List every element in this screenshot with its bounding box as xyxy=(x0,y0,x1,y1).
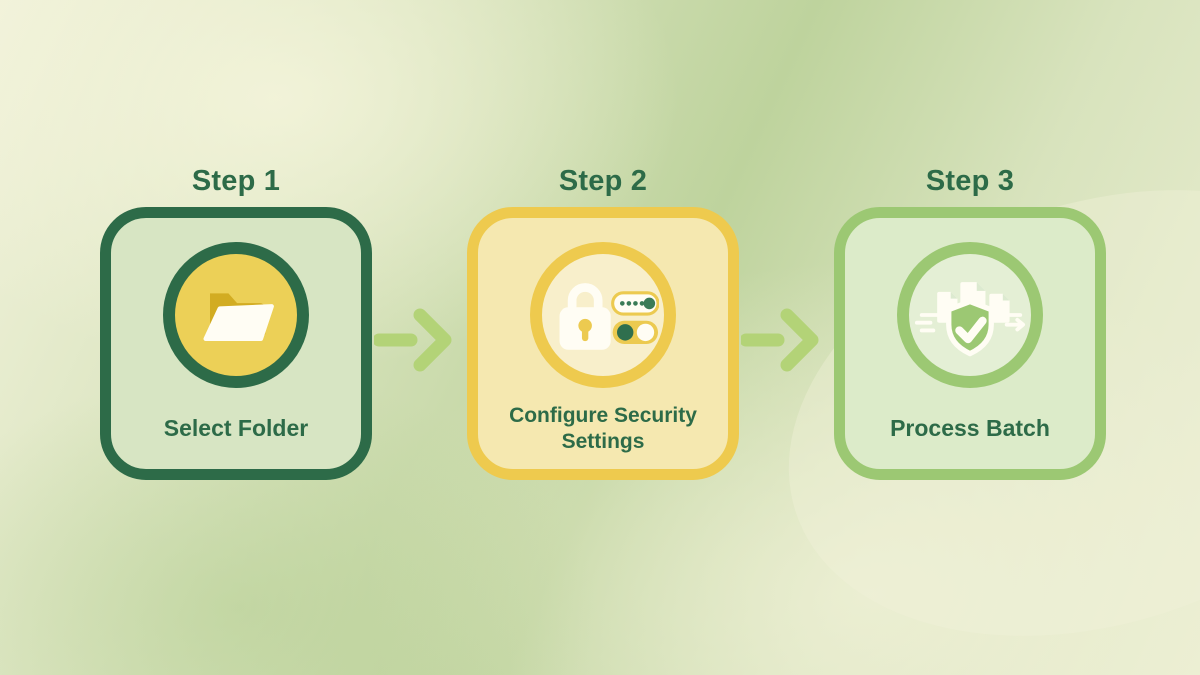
lock-password-toggle-icon xyxy=(559,283,659,350)
step-2-icon-circle xyxy=(530,242,676,388)
step-1-caption: Select Folder xyxy=(163,415,309,442)
step-3-caption: Process Batch xyxy=(890,415,1050,442)
shield-check-documents-icon xyxy=(914,282,1026,357)
step-3-icon-circle xyxy=(897,242,1043,388)
step-2-caption: Configure Security Settings xyxy=(509,403,697,453)
shield-check-icon xyxy=(946,298,994,357)
open-folder-icon xyxy=(203,293,274,341)
arrow-right-icon xyxy=(741,308,819,372)
toggle-switch-icon xyxy=(612,320,659,344)
step-3: Step 3 xyxy=(834,165,1106,480)
arrow-head xyxy=(1015,317,1026,332)
step-1-caption-wrap: Select Folder xyxy=(150,388,322,469)
step-2-caption-wrap: Configure Security Settings xyxy=(480,388,726,469)
step-3-title: Step 3 xyxy=(925,165,1015,197)
step-2: Step 2 xyxy=(467,165,739,480)
step-2-card: Configure Security Settings xyxy=(467,207,739,480)
step-1-title: Step 1 xyxy=(191,165,281,197)
step-1-icon-circle xyxy=(163,242,309,388)
step-3-card: Process Batch xyxy=(834,207,1106,480)
password-field-icon xyxy=(611,291,659,316)
step-2-title: Step 2 xyxy=(558,165,648,197)
step-1-card: Select Folder xyxy=(100,207,372,480)
speed-lines xyxy=(914,313,1023,333)
step-1: Step 1 Select Folder xyxy=(100,165,372,480)
arrow-right-icon xyxy=(374,308,452,372)
lock-icon xyxy=(559,283,611,350)
step-3-caption-wrap: Process Batch xyxy=(876,388,1064,469)
